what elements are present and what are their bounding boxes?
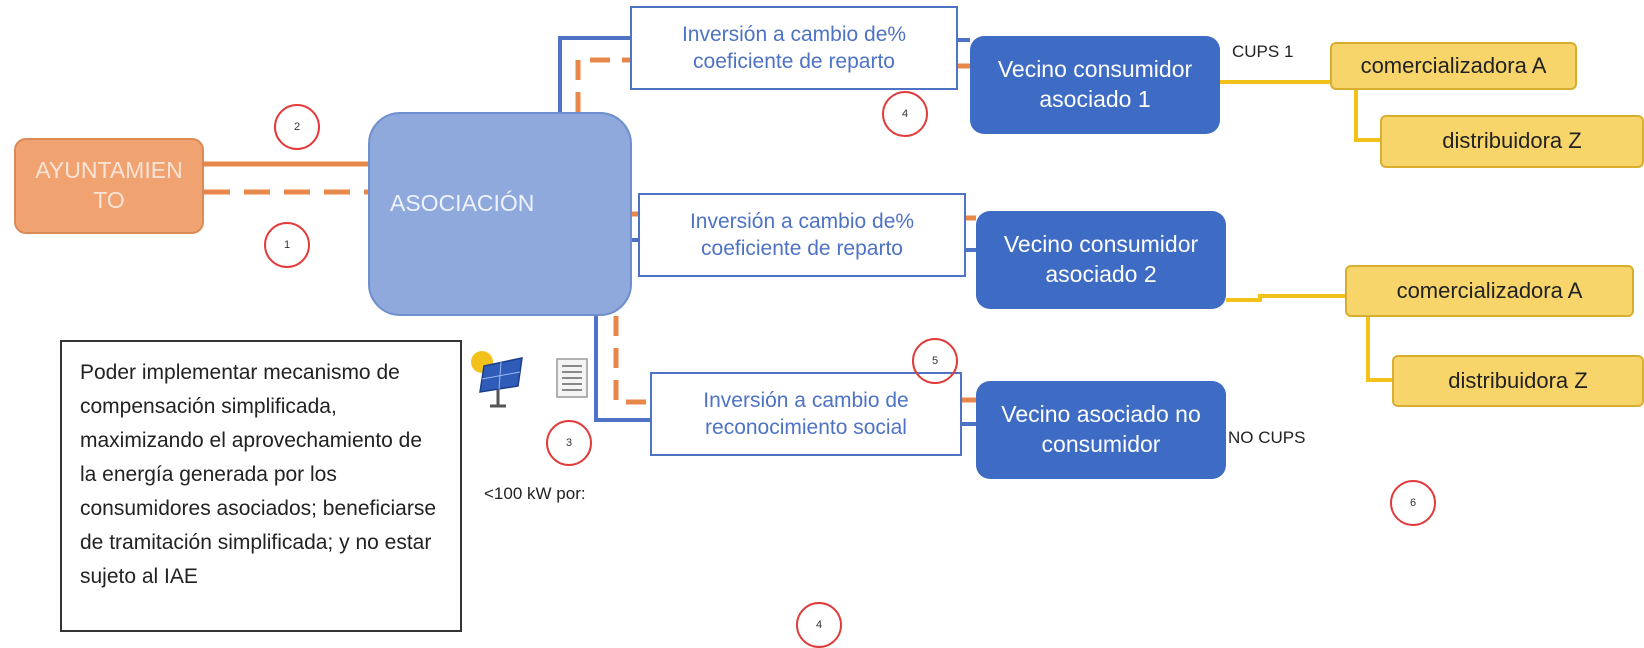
comercializadora-node-2: comercializadora A — [1345, 265, 1634, 317]
marker-1: 1 — [264, 222, 310, 268]
blue-link-inv1 — [558, 36, 630, 112]
distribuidora-1-label: distribuidora Z — [1442, 128, 1582, 154]
comercializadora-1-label: comercializadora A — [1360, 52, 1547, 78]
orange-dash-inv1 — [575, 57, 630, 112]
note-box: Poder implementar mecanismo de compensac… — [60, 340, 462, 632]
inversion-node-2: Inversión a cambio de% coeficiente de re… — [638, 193, 966, 277]
distribuidora-2-label: distribuidora Z — [1448, 367, 1588, 393]
inversion-2-label: Inversión a cambio de% coeficiente de re… — [689, 209, 915, 260]
marker-5-label: 5 — [931, 355, 939, 367]
marker-3-label: 3 — [565, 437, 573, 449]
orange-dash-inv3 — [613, 316, 650, 405]
asociacion-label: ASOCIACIÓN — [390, 190, 535, 217]
yellow-link-dis2 — [1366, 317, 1392, 382]
comercializadora-2-label: comercializadora A — [1396, 277, 1583, 303]
vecino-node-2: Vecino consumidor asociado 2 — [976, 211, 1226, 309]
marker-4-bottom: 4 — [796, 602, 842, 648]
marker-2-label: 2 — [293, 121, 301, 133]
inversion-node-1: Inversión a cambio de% coeficiente de re… — [630, 6, 958, 90]
power-limit-label: <100 kW por: — [484, 484, 586, 503]
ayuntamiento-node: AYUNTAMIEN TO — [14, 138, 204, 234]
note-text: Poder implementar mecanismo de compensac… — [80, 361, 437, 588]
marker-1-label: 1 — [283, 239, 291, 251]
inversion-1-label: Inversión a cambio de% coeficiente de re… — [681, 22, 907, 73]
blue-link-inv3 — [594, 316, 650, 422]
yellow-link-com2 — [1226, 294, 1345, 302]
vecino-2-label: Vecino consumidor asociado 2 — [1003, 231, 1199, 287]
marker-6-label: 6 — [1409, 497, 1417, 509]
distribuidora-node-1: distribuidora Z — [1380, 115, 1644, 168]
asociacion-node: ASOCIACIÓN — [368, 112, 632, 316]
no-cups-label: NO CUPS — [1228, 428, 1306, 447]
yellow-link-dis1 — [1354, 90, 1380, 142]
document-icon — [556, 358, 588, 398]
marker-3: 3 — [546, 420, 592, 466]
vecino-1-label: Vecino consumidor asociado 1 — [997, 56, 1193, 112]
inversion-node-3: Inversión a cambio de reconocimiento soc… — [650, 372, 962, 456]
vecino-node-3: Vecino asociado no consumidor — [976, 381, 1226, 479]
ayuntamiento-label: AYUNTAMIEN TO — [35, 157, 183, 213]
inversion-3-label: Inversión a cambio de reconocimiento soc… — [703, 388, 909, 439]
marker-5: 5 — [912, 338, 958, 384]
marker-4-bottom-label: 4 — [815, 619, 823, 631]
distribuidora-node-2: distribuidora Z — [1392, 355, 1644, 407]
vecino-3-label: Vecino asociado no consumidor — [1001, 401, 1201, 457]
solar-panel-icon — [471, 351, 523, 408]
marker-4-top-label: 4 — [901, 108, 909, 120]
comercializadora-node-1: comercializadora A — [1330, 42, 1577, 90]
marker-6: 6 — [1390, 480, 1436, 526]
marker-2: 2 — [274, 104, 320, 150]
vecino-node-1: Vecino consumidor asociado 1 — [970, 36, 1220, 134]
cups-1-label: CUPS 1 — [1232, 42, 1294, 61]
marker-4-top: 4 — [882, 91, 928, 137]
connector-lines — [204, 36, 1392, 426]
